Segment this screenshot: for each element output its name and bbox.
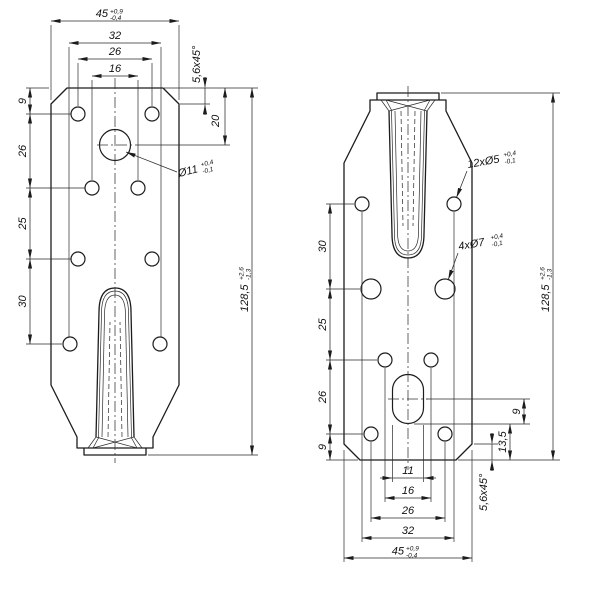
- callout-4xdia7: 4xØ7 +0,4 -0,1: [457, 233, 504, 253]
- svg-text:4xØ7: 4xØ7: [457, 236, 486, 253]
- dim-left-chain-25: 25: [17, 217, 29, 231]
- dim-left-overall-width: 45: [96, 8, 109, 20]
- dim-left-overall-width-tol-dn: -0,4: [110, 15, 122, 22]
- svg-text:-0,1: -0,1: [202, 166, 215, 176]
- left-part-outline: [50, 87, 180, 449]
- dim-right-13-5: 13,5: [497, 430, 509, 452]
- dim-left-chamfer: 5,6x45°: [191, 45, 203, 83]
- dim-right-chain-26: 26: [317, 390, 329, 404]
- dim-left-chain-9: 9: [17, 98, 29, 104]
- dim-left-overall-width-tol-up: +0,9: [110, 9, 123, 16]
- dim-right-16: 16: [402, 485, 415, 497]
- dim-right-overall-width-tol-dn: -0,4: [406, 553, 418, 560]
- left-dimensions: 45 +0,9 -0,4 32 26 16 5,6x45° 20 128,5 +…: [17, 8, 258, 456]
- dim-right-overall-width: 45: [392, 546, 405, 558]
- dim-left-20: 20: [210, 114, 222, 128]
- svg-text:Ø11: Ø11: [176, 163, 199, 180]
- right-centerlines: [388, 86, 428, 470]
- left-part-geometry: [50, 78, 180, 463]
- hole-dia7: [360, 278, 382, 300]
- dim-right-chain-9: 9: [317, 444, 329, 450]
- callout-dia11: Ø11 +0,4 -0,1: [176, 159, 215, 180]
- svg-text:+2,6: +2,6: [540, 267, 547, 280]
- dim-left-height: 128,5 +2,6 -1,3: [239, 267, 253, 312]
- dim-left-chain-30: 30: [17, 295, 29, 308]
- svg-text:128,5: 128,5: [540, 284, 552, 312]
- dim-right-overall-width-tol-up: +0,9: [406, 546, 419, 553]
- right-dimensions: 30 25 26 9 128,5 +2,6 -1,3 9 13,5 5,6x45…: [317, 92, 560, 562]
- svg-text:12xØ5: 12xØ5: [466, 153, 501, 171]
- dim-right-9: 9: [511, 408, 523, 414]
- dim-right-26: 26: [401, 505, 415, 517]
- svg-text:+2,6: +2,6: [239, 267, 246, 280]
- left-view: 45 +0,9 -0,4 32 26 16 5,6x45° 20 128,5 +…: [17, 8, 258, 463]
- callout-12xdia5: 12xØ5 +0,4 -0,1: [466, 150, 517, 171]
- svg-text:+0,4: +0,4: [200, 159, 215, 169]
- right-part-geometry: [343, 86, 473, 470]
- right-holes: [354, 196, 462, 442]
- svg-text:+0,4: +0,4: [503, 150, 517, 159]
- svg-text:128,5: 128,5: [239, 284, 251, 312]
- dim-right-height: 128,5 +2,6 -1,3: [540, 267, 554, 312]
- dim-left-16: 16: [109, 63, 122, 75]
- svg-text:+0,4: +0,4: [490, 233, 504, 242]
- dim-right-chain-25: 25: [317, 318, 329, 332]
- dim-left-chain-26: 26: [17, 144, 29, 158]
- slot-obround: [391, 373, 425, 425]
- left-centerlines: [97, 78, 133, 463]
- dim-right-chain-30: 30: [317, 240, 329, 253]
- right-part-outline: [343, 99, 473, 461]
- svg-text:-0,1: -0,1: [504, 157, 517, 166]
- svg-text:-1,3: -1,3: [246, 268, 253, 280]
- hole-dia5: [354, 196, 370, 212]
- right-view: 30 25 26 9 128,5 +2,6 -1,3 9 13,5 5,6x45…: [317, 86, 560, 562]
- dim-right-32: 32: [402, 525, 414, 537]
- dim-left-26: 26: [108, 46, 122, 58]
- svg-text:-1,3: -1,3: [547, 268, 554, 280]
- svg-text:-0,1: -0,1: [491, 240, 504, 249]
- dim-right-chamfer: 5,6x45°: [478, 473, 490, 511]
- dim-left-32: 32: [109, 30, 121, 42]
- dim-right-11: 11: [402, 465, 413, 477]
